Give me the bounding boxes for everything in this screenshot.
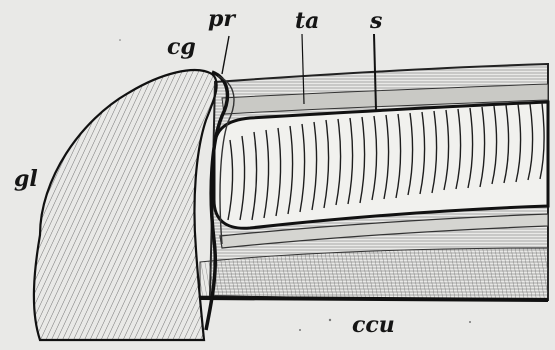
shaft-base-line	[200, 298, 548, 300]
pr-leader	[222, 36, 229, 74]
cavernous-chamber	[214, 102, 548, 228]
label-pr: pr	[208, 8, 235, 30]
label-gl: gl	[14, 168, 38, 190]
label-ta: ta	[295, 10, 319, 32]
label-cg: cg	[167, 36, 196, 58]
label-ccu: ccu	[352, 314, 395, 336]
label-s: s	[370, 10, 382, 32]
glans	[34, 70, 217, 340]
